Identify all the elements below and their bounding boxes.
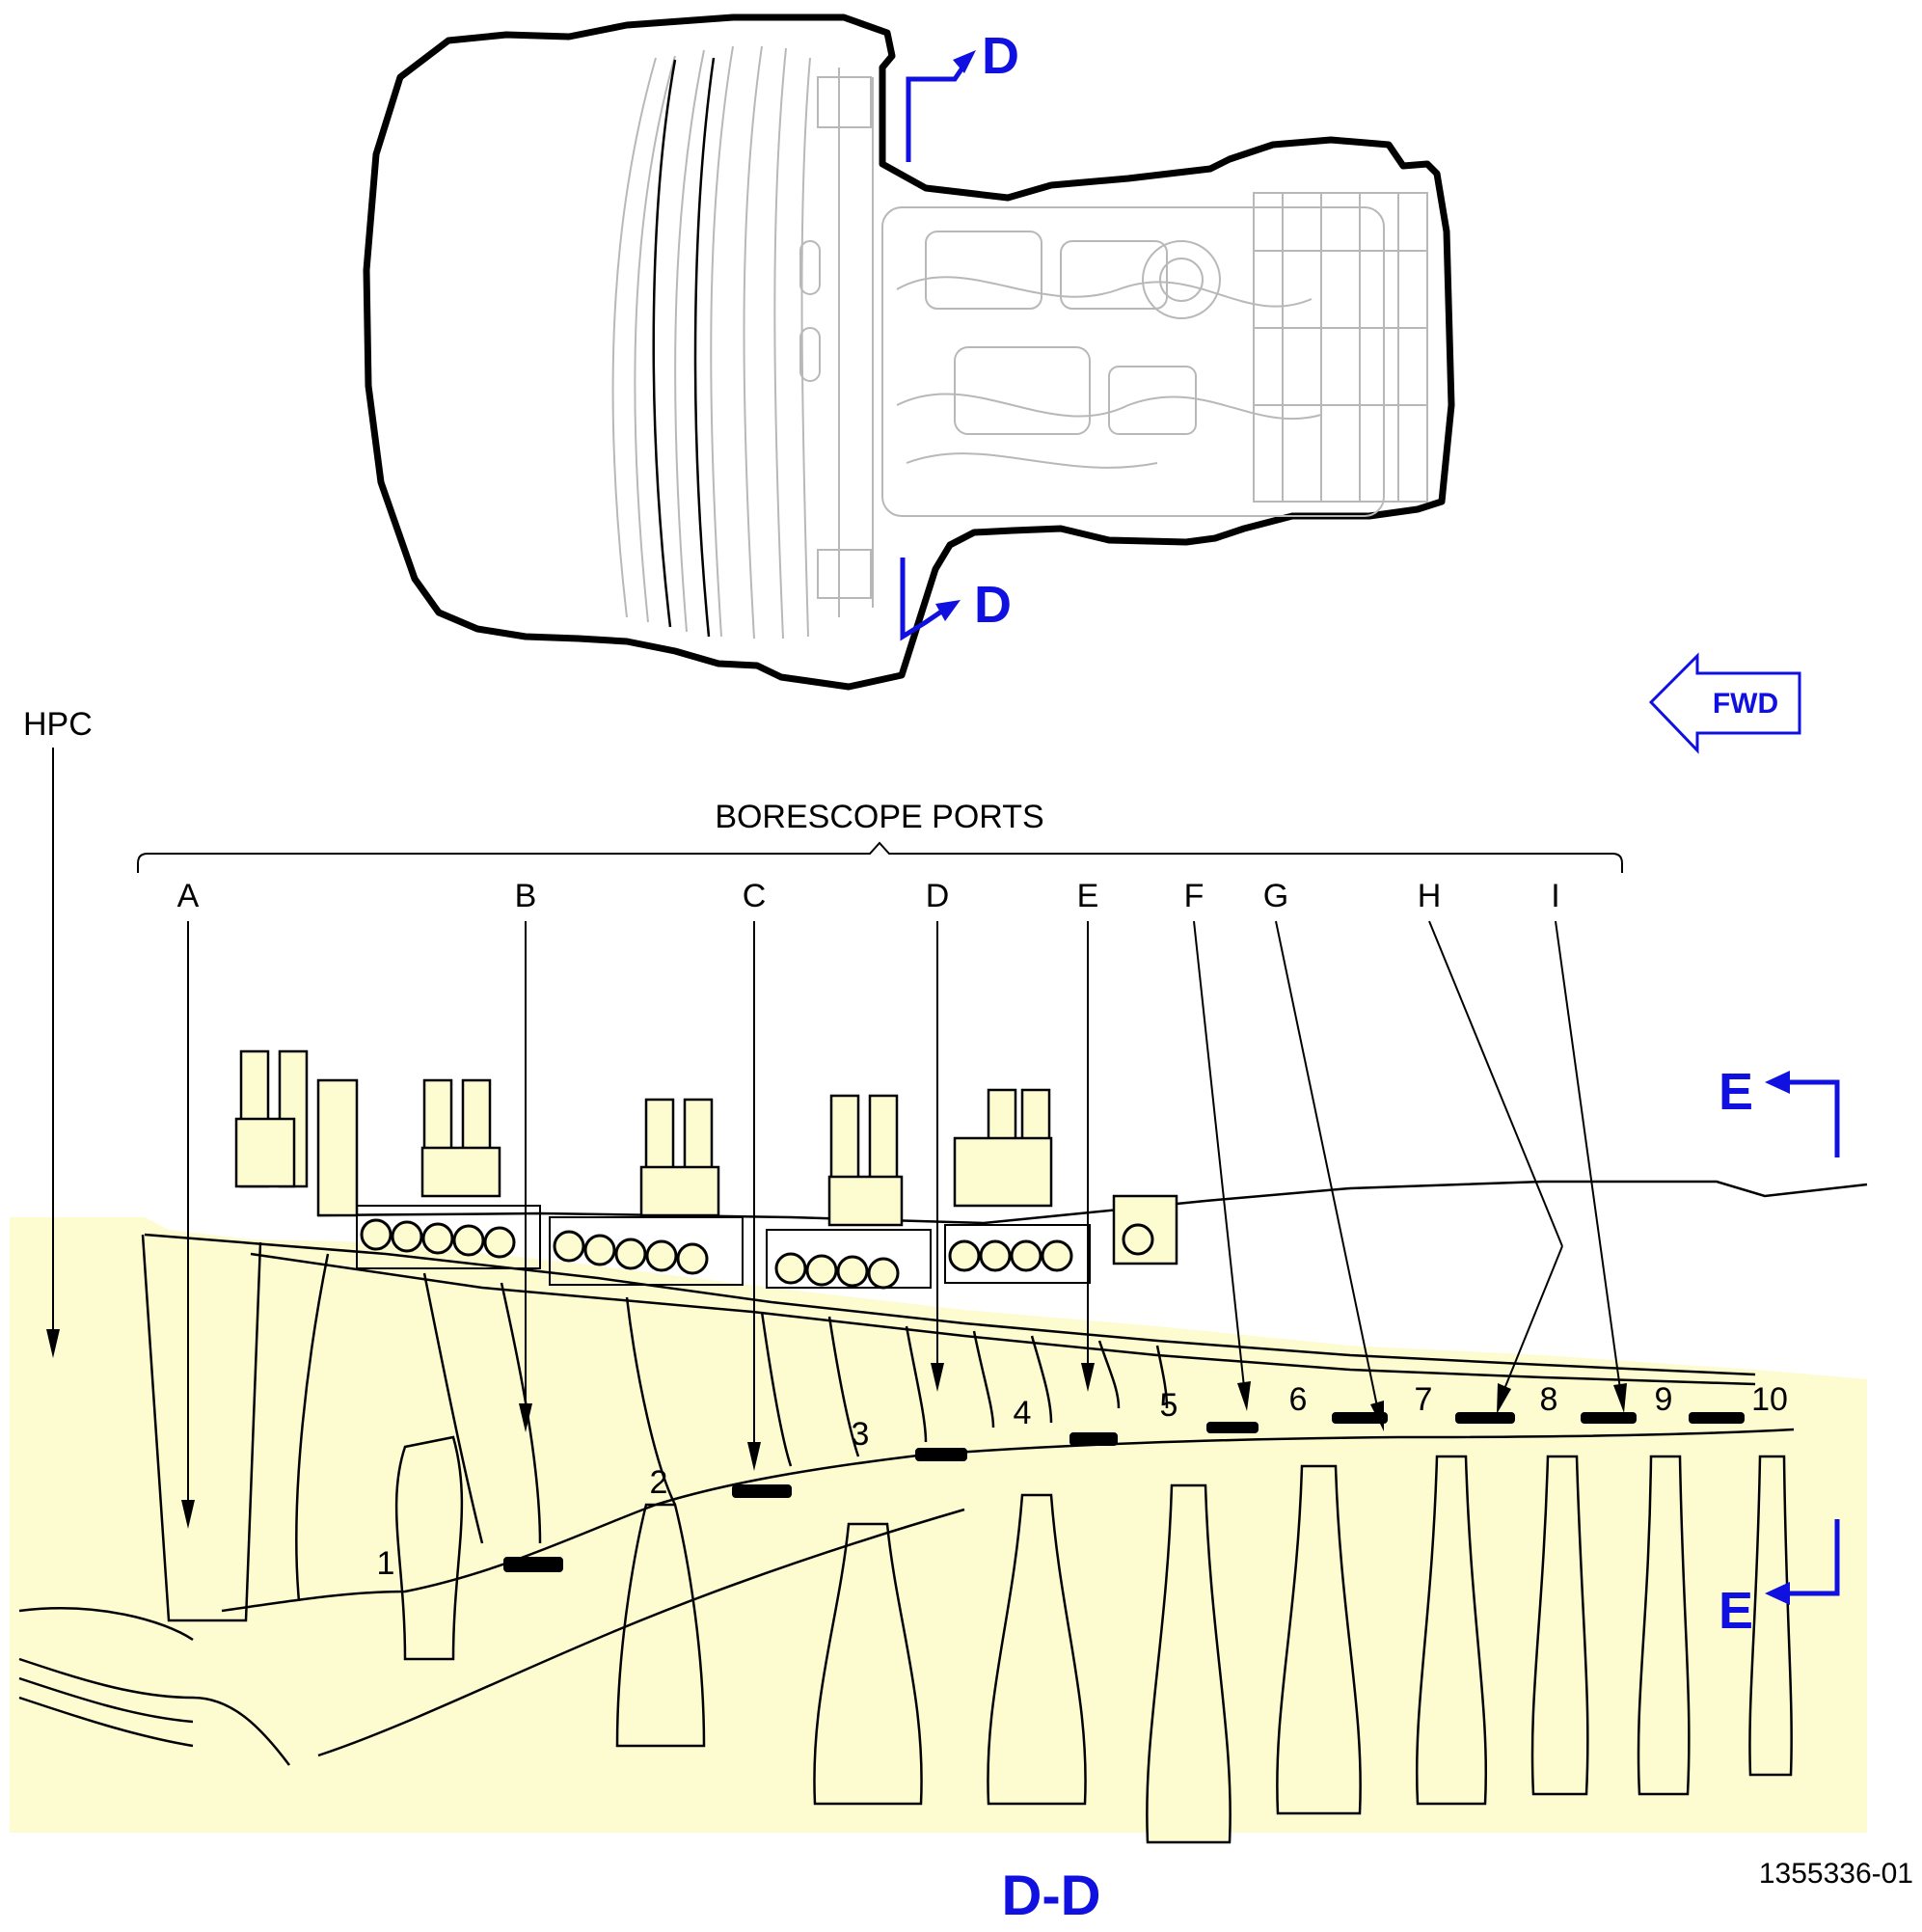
section-mark-d-lower: D (974, 576, 1012, 634)
port-arrowheads (181, 1363, 1627, 1529)
port-label: C (743, 878, 767, 914)
rotor-disks (394, 1435, 1793, 1844)
stage-label: 2 (650, 1464, 668, 1501)
ring-casing-boxes (356, 1205, 1091, 1289)
stage-labels: 1 2 3 4 5 6 7 8 9 10 (377, 1381, 1788, 1582)
fwd-label: FWD (1713, 688, 1778, 720)
borescope-ports-heading: BORESCOPE PORTS (715, 799, 1043, 835)
port-label: D (926, 878, 950, 914)
port-label: A (177, 878, 200, 914)
port-label: B (515, 878, 537, 914)
module-label-hpc: HPC (23, 706, 93, 743)
view-title: D-D (1001, 1864, 1100, 1927)
hpc-arrow (46, 748, 60, 1358)
port-label: F (1184, 878, 1205, 914)
section-mark-e-lower: E (1719, 1582, 1753, 1640)
borescope-plugs (503, 1412, 1745, 1572)
section-mark-d-upper: D (982, 27, 1019, 85)
engine-detail-lines (611, 45, 1428, 639)
port-leader-lines (187, 920, 1621, 1505)
figure-number: 1355336-01 (1759, 1858, 1913, 1890)
stage-label: 5 (1160, 1387, 1178, 1424)
stage-label: 8 (1540, 1381, 1558, 1418)
section-cut-e (1765, 1071, 1840, 1605)
stage-label: 6 (1289, 1381, 1308, 1418)
port-label: E (1077, 878, 1099, 914)
section-mark-e-upper: E (1719, 1063, 1753, 1121)
stage-label: 10 (1751, 1381, 1788, 1418)
engine-illustration (363, 14, 1455, 691)
stage-label: 3 (852, 1416, 870, 1453)
section-cut-d (900, 50, 976, 641)
vane-rings (360, 1218, 1154, 1290)
stage-label: 7 (1415, 1381, 1433, 1418)
stage-label: 9 (1655, 1381, 1673, 1418)
fwd-arrow: FWD (1648, 652, 1801, 754)
port-labels: A B C D E F G H I (177, 878, 1560, 914)
port-label: G (1263, 878, 1288, 914)
borescope-ports-brace (137, 841, 1623, 873)
stator-actuators (234, 1049, 1178, 1265)
port-label: I (1551, 878, 1559, 914)
drum-lines (18, 1428, 1795, 1766)
stage-label: 4 (1014, 1395, 1032, 1431)
port-label: H (1418, 878, 1442, 914)
stage-label: 1 (377, 1545, 395, 1582)
